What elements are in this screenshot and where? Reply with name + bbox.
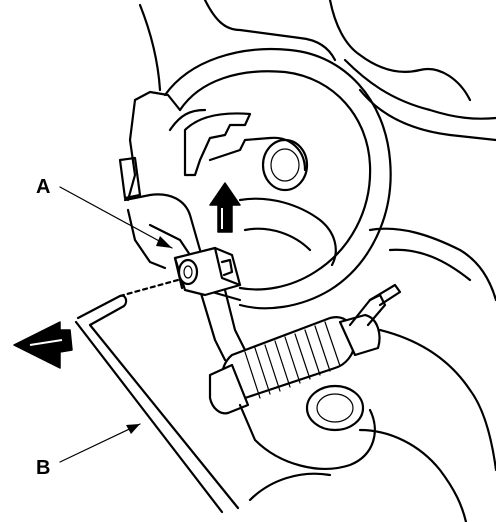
- callout-a: A: [36, 176, 50, 198]
- engine-casting: [138, 0, 496, 522]
- leader-arrowhead-b: [126, 424, 140, 434]
- leader-line-b: [59, 423, 141, 463]
- leader-arrowhead-a: [156, 236, 172, 248]
- sprocket-housing: [163, 48, 392, 310]
- lower-boss: [238, 384, 376, 470]
- pin-tool: [74, 278, 240, 514]
- arrow-up-icon: [209, 182, 241, 233]
- tensioner-bracket: [118, 90, 247, 362]
- callout-b: B: [36, 457, 50, 479]
- leader-line-a: [59, 186, 173, 249]
- tensioner-spring: [208, 283, 402, 415]
- lock-pin-block: [173, 246, 242, 297]
- arrow-left-icon: [13, 321, 73, 369]
